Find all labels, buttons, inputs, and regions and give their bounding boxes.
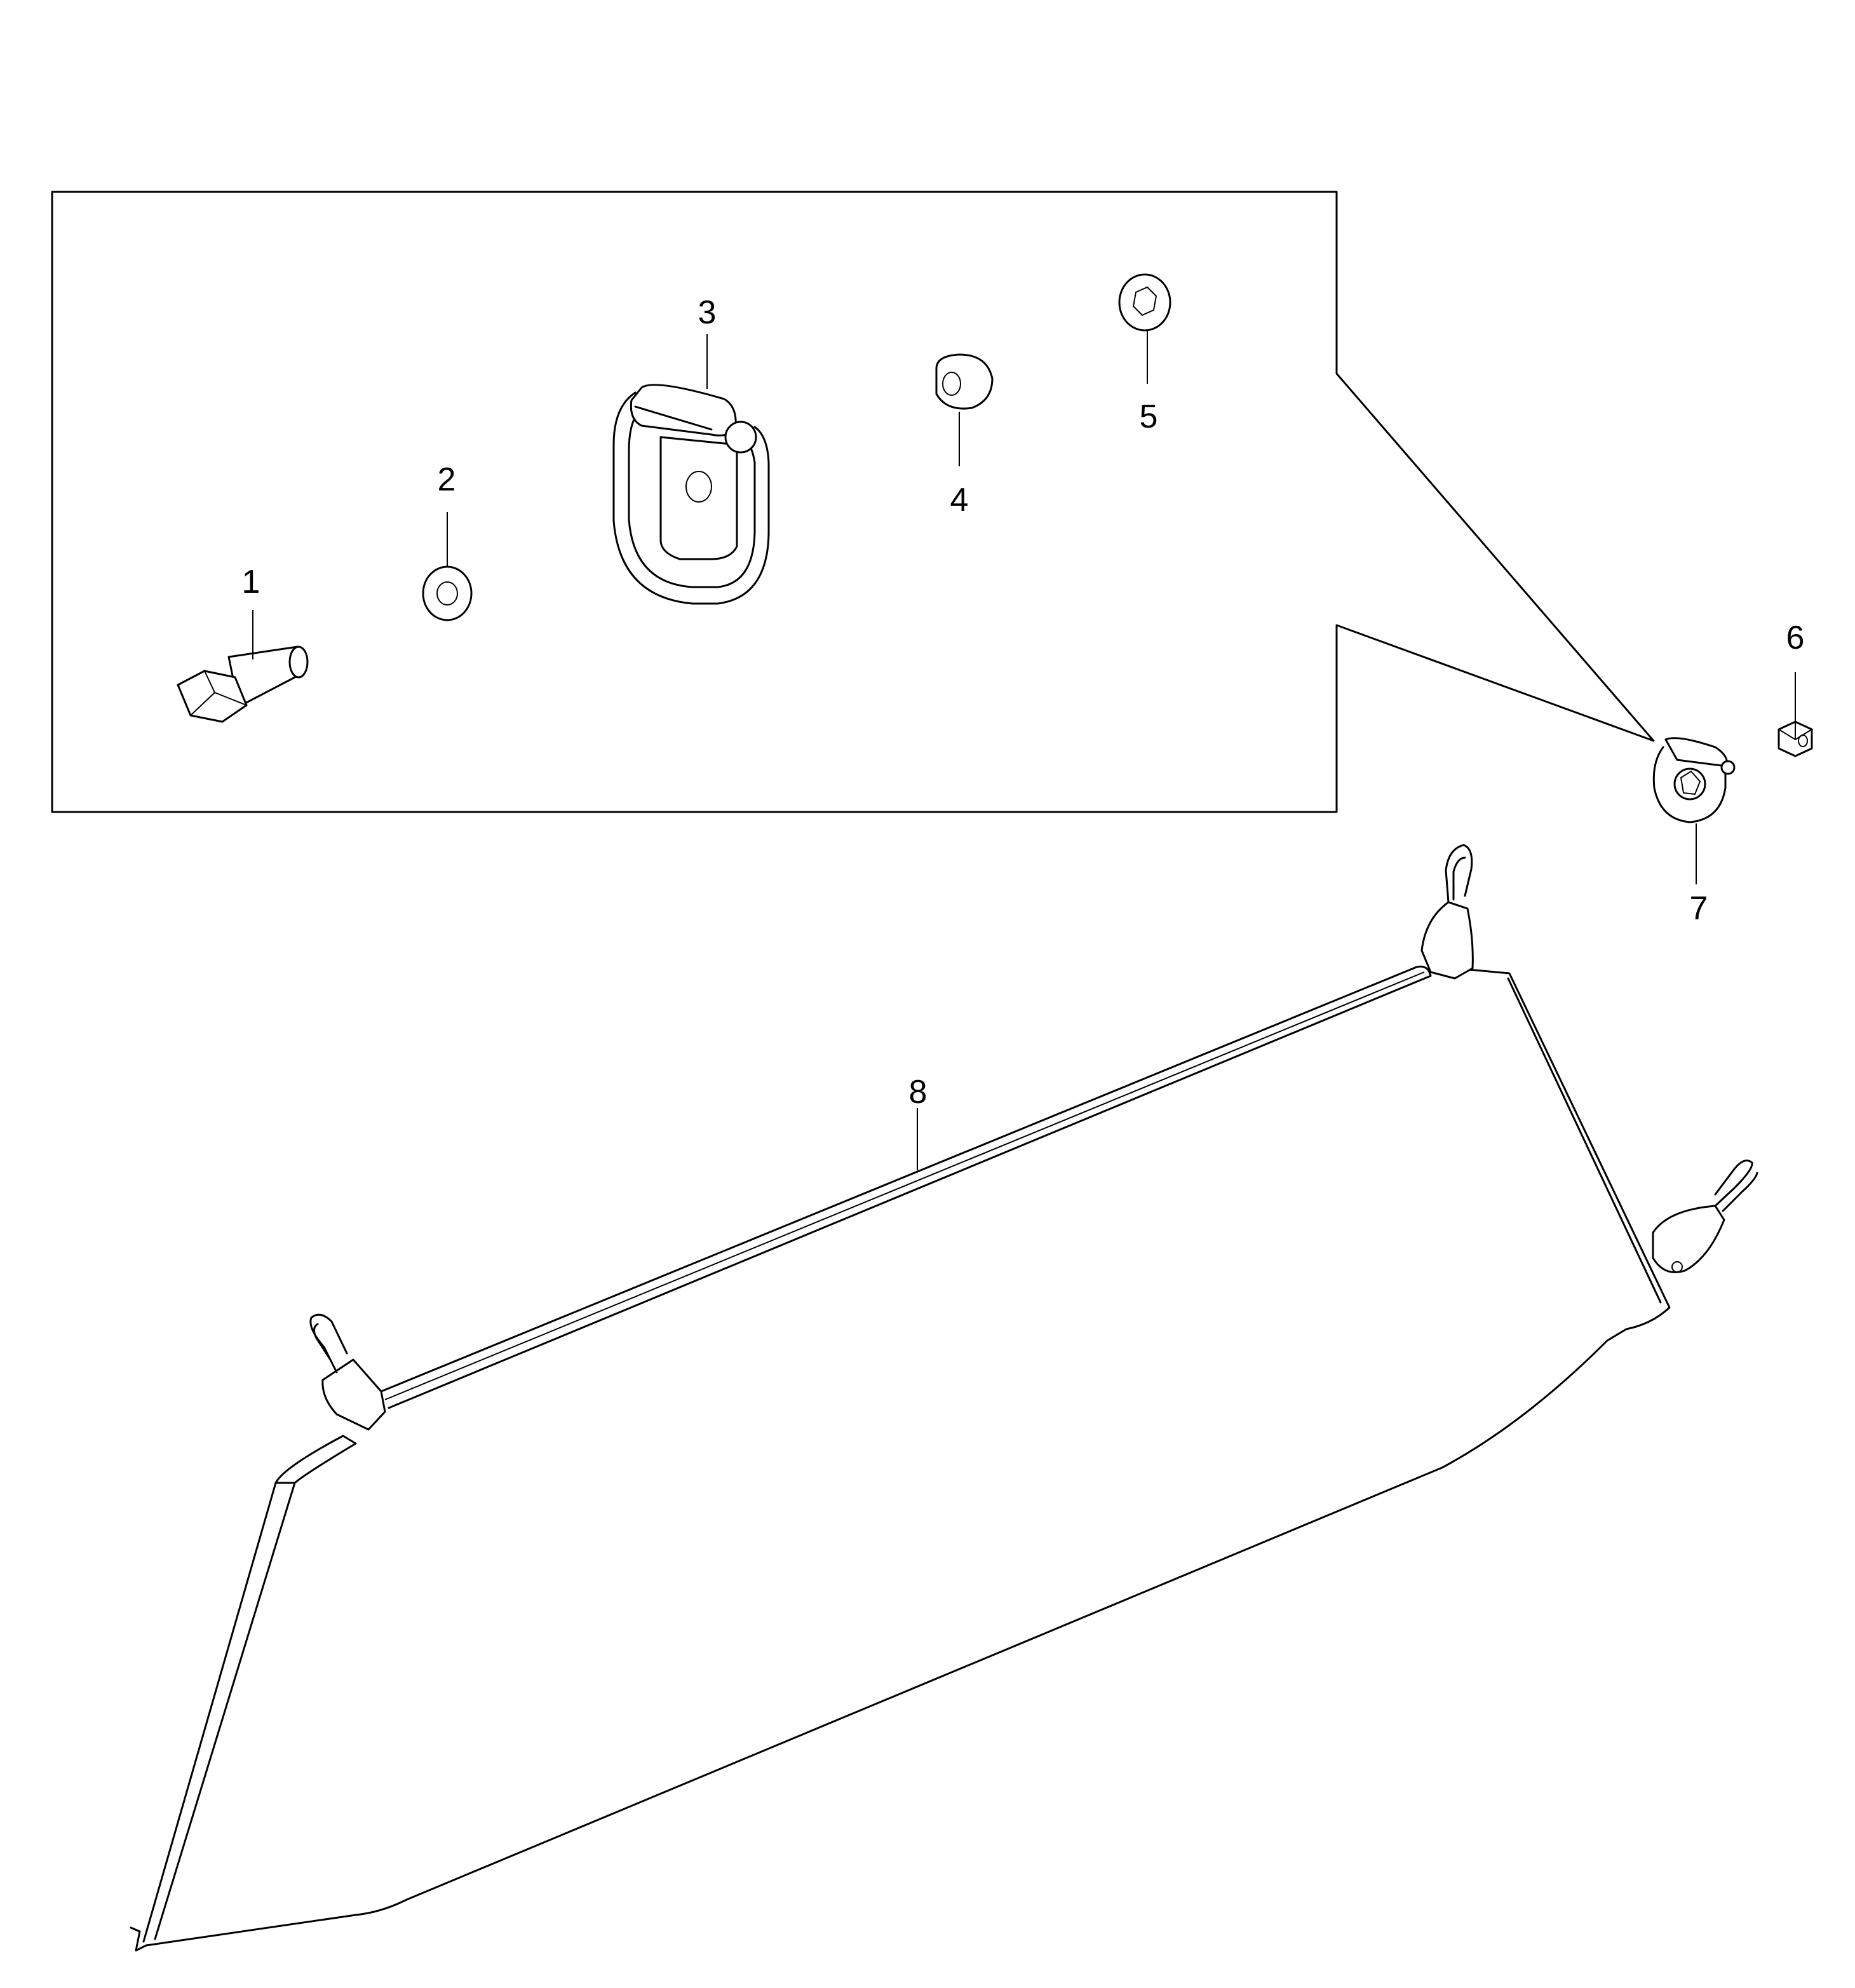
part-1-bolt xyxy=(177,646,309,723)
part-5-lock-washer xyxy=(1118,273,1171,332)
part-2-washer xyxy=(422,565,473,621)
callout-8: 8 xyxy=(908,1074,928,1111)
part-7-assembled-d-ring xyxy=(1652,737,1736,823)
part-6-clip-nut xyxy=(1777,720,1813,757)
callout-4: 4 xyxy=(950,482,969,518)
callout-7: 7 xyxy=(1689,890,1708,927)
part-3-d-ring xyxy=(612,384,770,605)
part-8-cargo-net xyxy=(130,844,1758,1952)
callout-2: 2 xyxy=(437,461,456,498)
part-4-spacer xyxy=(935,353,994,410)
callout-6: 6 xyxy=(1786,619,1805,656)
detail-inset-frame xyxy=(51,191,1655,813)
callout-1: 1 xyxy=(241,564,260,600)
callout-3: 3 xyxy=(698,294,717,331)
callout-5: 5 xyxy=(1139,398,1158,435)
